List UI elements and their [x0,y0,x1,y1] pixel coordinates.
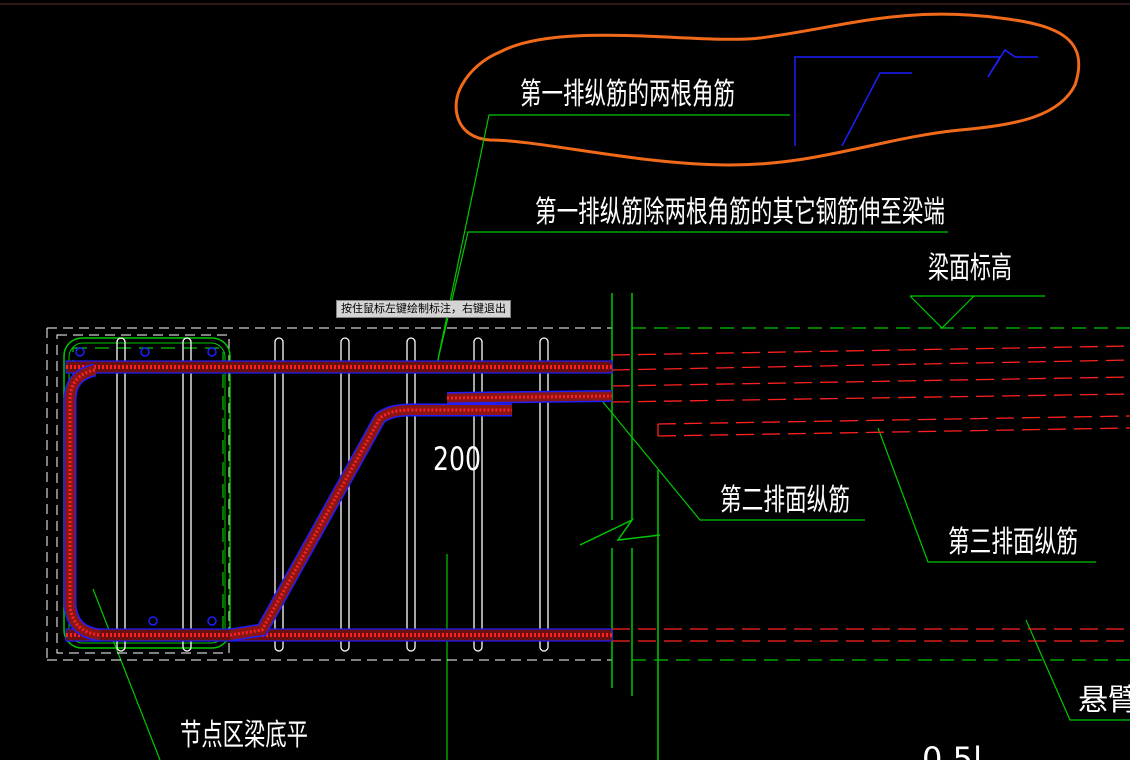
stirrup-bars [116,337,549,652]
second-row-bar [446,390,613,404]
dimension-200: 200 [433,440,481,478]
label-node-bottom: 节点区梁底平 [180,718,308,753]
command-tooltip: 按住鼠标左键绘制标注，右键退出 [336,300,511,318]
left-hook-bar [63,363,102,642]
corner-bar-icon [794,48,1038,146]
top-main-bar [65,360,613,374]
label-other-bars: 第一排纵筋除两根角筋的其它钢筋伸至梁端 [535,195,945,230]
highlight-loop [454,12,1081,167]
label-second-row: 第二排面纵筋 [720,483,850,518]
label-corner-bars: 第一排纵筋的两根角筋 [520,77,735,112]
stirrup-outer [63,337,231,649]
rebar-sections [75,347,217,626]
label-beam-top-elev: 梁面标高 [928,251,1012,286]
beam-continuation [72,327,1130,661]
stirrup-inner [68,342,226,644]
column-break [579,293,661,760]
label-cantilever: 悬臂梁 [1078,683,1130,718]
cantilever-bars [611,345,1130,642]
dimension-05l: 0.5l [922,740,982,760]
bottom-main-bar [65,628,613,642]
beam-outline [46,327,612,661]
corner-bar-icon-bend [841,72,912,147]
bent-up-bar [228,403,512,642]
label-third-row: 第三排面纵筋 [948,525,1078,560]
